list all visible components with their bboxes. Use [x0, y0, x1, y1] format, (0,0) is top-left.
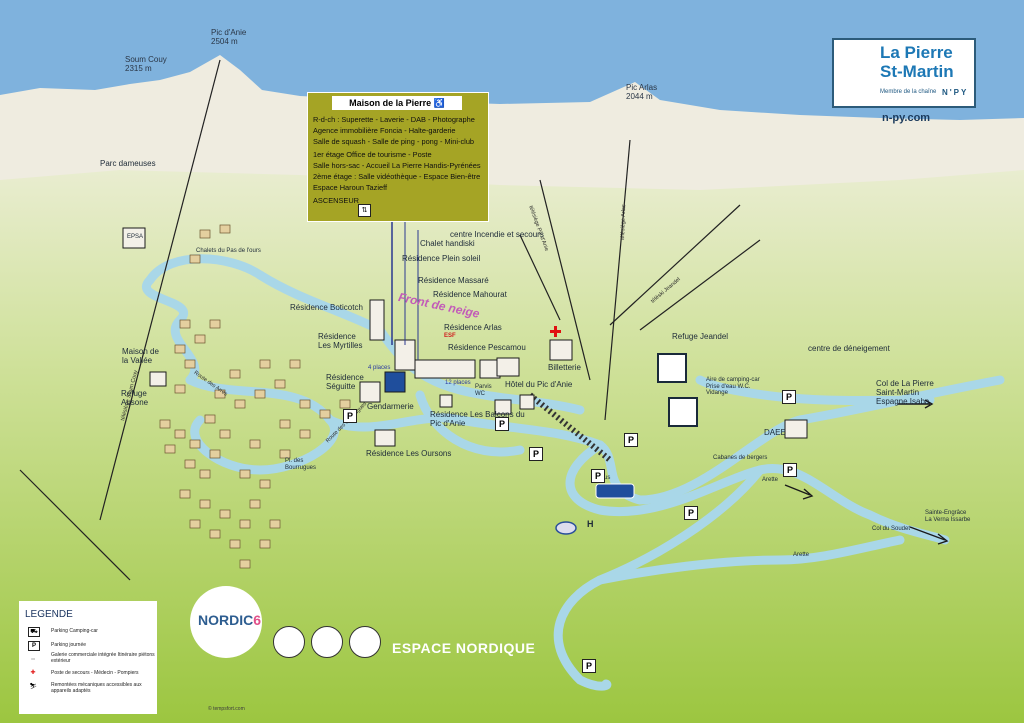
legend-title: LEGENDE — [25, 609, 73, 620]
parking-icon[interactable]: P — [684, 506, 698, 520]
logo-name-line2: St-Martin — [880, 62, 954, 81]
label-col-pierre: Col de La Pierre Saint-Martin Espagne Is… — [876, 379, 934, 406]
resort-logo[interactable]: La Pierre St-Martin Membre de la chaîne … — [832, 38, 976, 108]
camping-car-legend-icon: ⛟ — [28, 627, 40, 637]
parking-icon[interactable]: P — [495, 417, 509, 431]
label-billetterie: Billetterie — [548, 363, 581, 372]
bus — [595, 483, 635, 499]
legend-item: Poste de secours - Médecin - Pompiers — [51, 670, 139, 676]
label-res-massare: Résidence Massaré — [418, 276, 489, 285]
grass-slope — [0, 170, 1024, 723]
label-refuge-jeandel: Refuge Jeandel — [672, 332, 729, 341]
camping-car-icon[interactable] — [668, 397, 698, 427]
label-hotel-pic-anie: Hôtel du Pic d'Anie — [505, 380, 573, 389]
label-cabanes: Cabanes de bergers — [713, 455, 768, 461]
infobox-line: 1er étage Office de tourisme - Poste — [313, 150, 432, 159]
label-chalets: Chalets du Pas de l'ours — [196, 248, 261, 254]
lift-legend-icon: ⛷ — [28, 683, 38, 691]
label-res-mahourat: Résidence Mahourat — [433, 290, 507, 299]
ski-lifts — [19, 59, 761, 581]
label-parvis-wc: Parvis WC — [475, 384, 492, 397]
legend-item: Parking journée — [51, 642, 87, 648]
label-esf: ESF — [444, 333, 456, 339]
label-res-seguitte: Résidence Séguitte — [326, 373, 364, 391]
label-res-boticotch: Résidence Boticotch — [290, 303, 363, 312]
label-epsa: EPSA — [127, 234, 144, 240]
label-daee: DAEE — [764, 428, 786, 437]
label-arette-1: Arette — [762, 477, 779, 483]
first-aid-legend-icon: ✚ — [28, 669, 38, 677]
label-arette-2: Arette — [793, 552, 810, 558]
maison-de-la-pierre-info: Maison de la Pierre ♿ R-d-ch : Superette… — [307, 92, 489, 222]
parking-icon[interactable]: P — [582, 659, 596, 673]
label-parc-dameuses: Parc dameuses — [100, 159, 156, 168]
parking-icon[interactable]: P — [782, 390, 796, 404]
wheelchair-icon: ♿ — [433, 98, 445, 108]
label-maison-vallee: Maison de la Vallée — [122, 347, 159, 365]
label-4-places: 4 places — [368, 365, 391, 371]
infobox-line: Espace Haroun Tazieff — [313, 183, 388, 192]
infobox-title: Maison de la Pierre ♿ — [332, 96, 462, 110]
infobox-line: R-d-ch : Superette - Laverie - DAB - Pho… — [313, 115, 475, 124]
skier-icon — [273, 626, 305, 658]
label-lift-arlas: télésiège Arlas — [620, 204, 628, 241]
label-centre-secours: centre Incendie et secours — [450, 230, 544, 239]
parking-icon[interactable]: P — [529, 447, 543, 461]
pedestrian-path — [528, 392, 612, 463]
road-arrows — [784, 399, 949, 545]
parking-icon[interactable]: P — [343, 409, 357, 423]
legend-item: Remontées mécaniques accessibles aux app… — [51, 682, 142, 694]
label-res-myrtilles: Résidence Les Myrtilles — [318, 332, 363, 350]
website-link[interactable]: n-py.com — [882, 112, 931, 124]
galerie-legend-icon: ┄ — [28, 656, 38, 664]
label-pl-bourrugues: Pl. des Bourrugues — [285, 458, 317, 471]
copyright: © tempsfort.com — [208, 706, 245, 712]
parking-icon[interactable]: P — [783, 463, 797, 477]
nordic-label: NORDIC6 — [198, 612, 262, 628]
espace-nordique-label: ESPACE NORDIQUE — [392, 640, 536, 656]
label-sainte-engrace: Sainte-Engrâce La Verna Issarbe — [925, 510, 971, 523]
label-bus: Bus — [600, 475, 611, 481]
parking-legend-icon: P — [28, 641, 40, 651]
label-res-arlas: Résidence Arlas — [444, 323, 502, 332]
label-res-oursons: Résidence Les Oursons — [366, 449, 452, 458]
parking-icon[interactable]: P — [591, 469, 605, 483]
first-aid-cross — [550, 326, 561, 337]
elevator-icon: ⇅ — [358, 204, 371, 217]
legend: LEGENDE ⛟ Parking Camping-car P Parking … — [19, 601, 157, 714]
label-res-plein-soleil: Résidence Plein soleil — [402, 254, 481, 263]
infobox-line: Salle de squash - Salle de ping - pong -… — [313, 137, 475, 146]
label-res-balcons: Résidence Les Balcons du Pic d'Anie — [430, 410, 525, 428]
infobox-line: ASCENSEUR — [313, 196, 359, 205]
husky-icon — [311, 626, 343, 658]
snowshoe-icon — [349, 626, 381, 658]
label-res-pescamou: Résidence Pescamou — [448, 343, 526, 352]
logo-name-line1: La Pierre — [880, 43, 953, 62]
parking-icon[interactable]: P — [624, 433, 638, 447]
legend-item: Parking Camping-car — [51, 628, 98, 634]
label-col-soudet: Col du Soudet — [872, 526, 911, 532]
infobox-line: Agence immobilière Foncia - Halte-garder… — [313, 126, 456, 135]
label-heliport: H — [587, 519, 594, 529]
nordic-logo[interactable]: NORDIC6 — [190, 586, 262, 658]
infobox-line: 2ème étage : Salle vidéothèque - Espace … — [313, 172, 481, 181]
label-chalet-handiski: Chalet handiski — [420, 239, 475, 248]
label-gendarmerie: Gendarmerie — [367, 402, 414, 411]
helicopter — [555, 521, 577, 535]
chalet-buildings — [159, 224, 351, 569]
label-12-places: 12 places — [445, 380, 471, 386]
label-centre-deneigement: centre de déneigement — [808, 344, 890, 353]
infobox-line: Salle hors-sac - Accueil La Pierre Handi… — [313, 161, 481, 170]
label-aire-camping: Aire de camping-car Prise d'eau W.C. Vid… — [706, 377, 760, 397]
label-refuge-ausone: Refuge Ausone — [121, 389, 149, 407]
residence-buildings — [122, 227, 808, 447]
logo-member: Membre de la chaîne — [880, 89, 937, 95]
legend-item: Galerie commerciale intégrée Itinéraire … — [51, 652, 155, 664]
logo-network: N'PY — [942, 88, 969, 97]
camping-car-icon[interactable] — [657, 353, 687, 383]
